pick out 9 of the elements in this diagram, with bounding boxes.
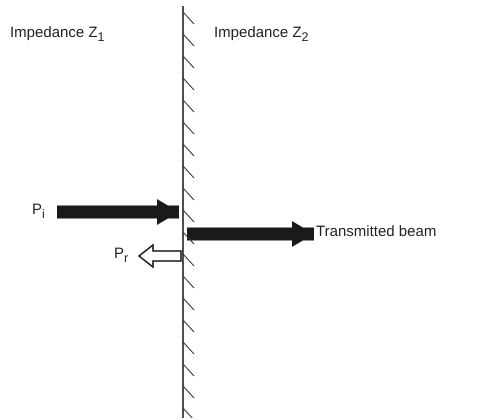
medium-label: Impedance Z$_{1}$ (10, 24, 104, 46)
beam-label: P$_{i}$ (32, 201, 45, 223)
beam-arrow (187, 221, 314, 247)
beam-label: P$_{r}$ (114, 245, 128, 267)
medium-label: Impedance Z$_{2}$ (214, 24, 308, 46)
beam-arrow (57, 199, 179, 225)
beam-label: Transmitted beam (316, 223, 436, 241)
hollow-arrow (138, 243, 182, 269)
boundary-wall (181, 6, 195, 418)
